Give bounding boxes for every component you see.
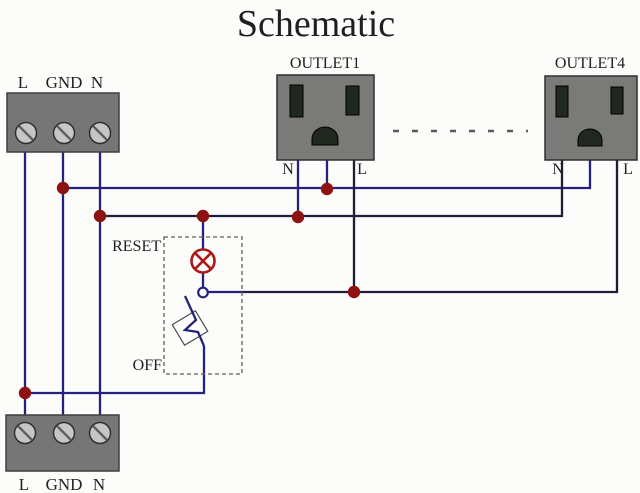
indicator-lamp-icon xyxy=(190,248,216,274)
junction-dot xyxy=(196,209,210,223)
junction-dot xyxy=(320,182,334,196)
wire-switch-return xyxy=(25,346,206,395)
switch-boundary-box xyxy=(163,236,243,375)
junction-dot xyxy=(18,386,32,400)
screw-terminal xyxy=(52,421,76,445)
outlet1-pin-label-live: L xyxy=(357,161,367,178)
junction-dot xyxy=(93,209,107,223)
junction-dot xyxy=(56,181,70,195)
switch-blade xyxy=(182,295,206,347)
terminal-block-bottom: L GND N xyxy=(5,414,120,493)
reset-label: RESET xyxy=(112,238,161,255)
terminal-bottom-label-live: L xyxy=(19,475,29,493)
outlet4-pin-label-neutral: N xyxy=(552,161,564,178)
terminal-bottom-label-neutral: N xyxy=(93,475,105,493)
off-label: OFF xyxy=(133,357,162,374)
page-title: Schematic xyxy=(237,3,395,45)
wire-layer xyxy=(23,150,619,417)
outlet1-live-slot xyxy=(345,85,360,116)
switch-contact-node xyxy=(197,286,209,299)
outlet4-name: OUTLET4 xyxy=(555,55,625,72)
screw-terminal xyxy=(88,421,112,445)
outlet4-pin-label-live: L xyxy=(623,161,633,178)
screw-terminal xyxy=(88,121,112,145)
outlet1-ground-hole xyxy=(311,126,339,146)
screw-terminal xyxy=(52,121,76,145)
junction-dot xyxy=(347,285,361,299)
wire-neutral-bus xyxy=(100,160,564,218)
terminal-block-top: L GND N xyxy=(6,73,120,153)
terminal-top-label-live: L xyxy=(18,73,28,92)
terminal-top-label-ground: GND xyxy=(46,73,83,92)
outlet1: OUTLET1 N L xyxy=(276,55,375,178)
outlet1-pin-label-neutral: N xyxy=(282,161,294,178)
wire-ground-bus xyxy=(63,160,592,190)
outlet4: OUTLET4 N L xyxy=(544,55,638,178)
terminal-bottom-label-ground: GND xyxy=(46,475,83,493)
terminal-top-label-neutral: N xyxy=(91,73,103,92)
reset-switch: RESET OFF xyxy=(112,236,243,375)
outlet1-neutral-slot xyxy=(289,84,304,118)
outlet4-live-slot xyxy=(610,86,624,115)
junction-dots xyxy=(18,181,361,400)
outlet1-name: OUTLET1 xyxy=(290,55,360,72)
screw-terminal xyxy=(14,121,38,145)
outlet4-ground-hole xyxy=(577,128,603,147)
wire-live-bus xyxy=(242,160,619,294)
junction-dot xyxy=(291,210,305,224)
outlet4-neutral-slot xyxy=(555,85,569,118)
screw-terminal xyxy=(13,421,37,445)
